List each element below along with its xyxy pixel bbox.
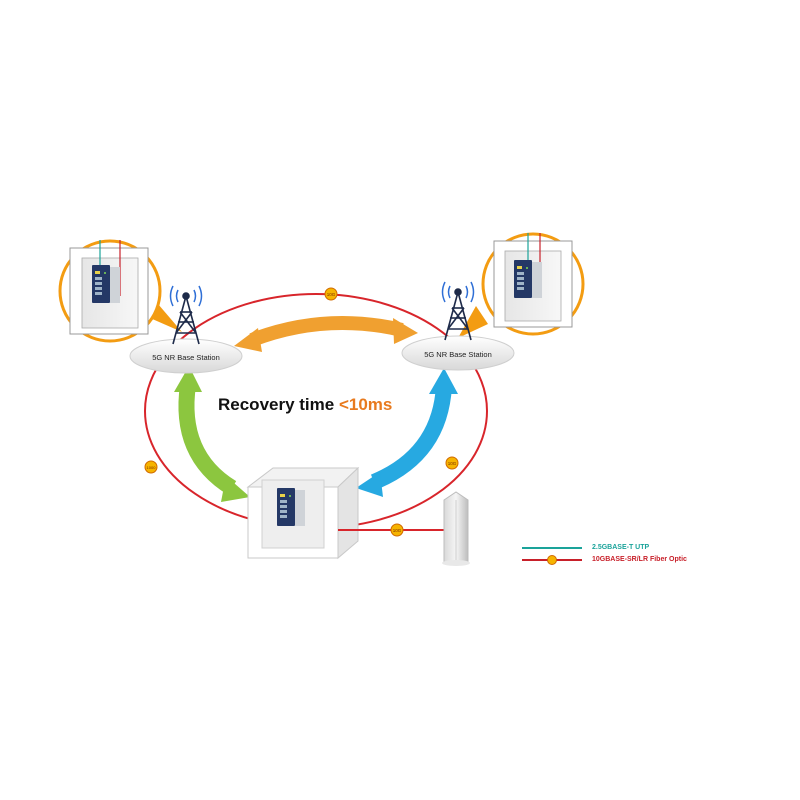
headline-prefix: Recovery time <box>218 395 339 414</box>
tower-icon <box>444 288 472 341</box>
svg-text:1000: 1000 <box>147 465 157 470</box>
arrow-orange-icon <box>234 315 418 352</box>
signal-waves-icon <box>441 281 475 303</box>
legend-utp-label: 2.5GBASE-T UTP <box>592 544 650 551</box>
legend-fiber: 10GBASE-SR/LR Fiber Optic <box>522 555 702 565</box>
legend-utp: 2.5GBASE-T UTP <box>522 543 702 553</box>
legend: 2.5GBASE-T UTP 10GBASE-SR/LR Fiber Optic <box>522 543 702 567</box>
svg-text:10G: 10G <box>448 461 457 466</box>
svg-text:10G: 10G <box>393 528 402 533</box>
station-left: 5G NR Base Station <box>129 285 243 374</box>
station-label: 5G NR Base Station <box>152 353 220 362</box>
arrow-green-icon <box>174 366 250 502</box>
industrial-switch-icon <box>277 488 305 526</box>
link-badge: 10G <box>445 456 459 470</box>
headline-value: <10ms <box>338 395 393 414</box>
utp-line-icon <box>522 547 582 549</box>
link-badge: 1000 <box>144 460 158 474</box>
switch-cabinet <box>246 466 360 560</box>
link-badge: 10G <box>390 523 404 537</box>
building-icon <box>442 491 470 566</box>
svg-text:10G: 10G <box>327 292 336 297</box>
arrow-blue-icon <box>356 368 458 497</box>
left-callout <box>58 239 182 343</box>
link-badge: 10G <box>324 287 338 301</box>
right-callout <box>458 232 585 338</box>
recovery-time-headline: Recovery time <10ms <box>218 395 392 415</box>
station-label: 5G NR Base Station <box>424 350 492 359</box>
tower-icon <box>172 292 200 345</box>
legend-fiber-label: 10GBASE-SR/LR Fiber Optic <box>592 556 687 563</box>
fiber-badge-icon <box>547 555 557 565</box>
signal-waves-icon <box>169 285 203 307</box>
station-right: 5G NR Base Station <box>401 281 515 371</box>
